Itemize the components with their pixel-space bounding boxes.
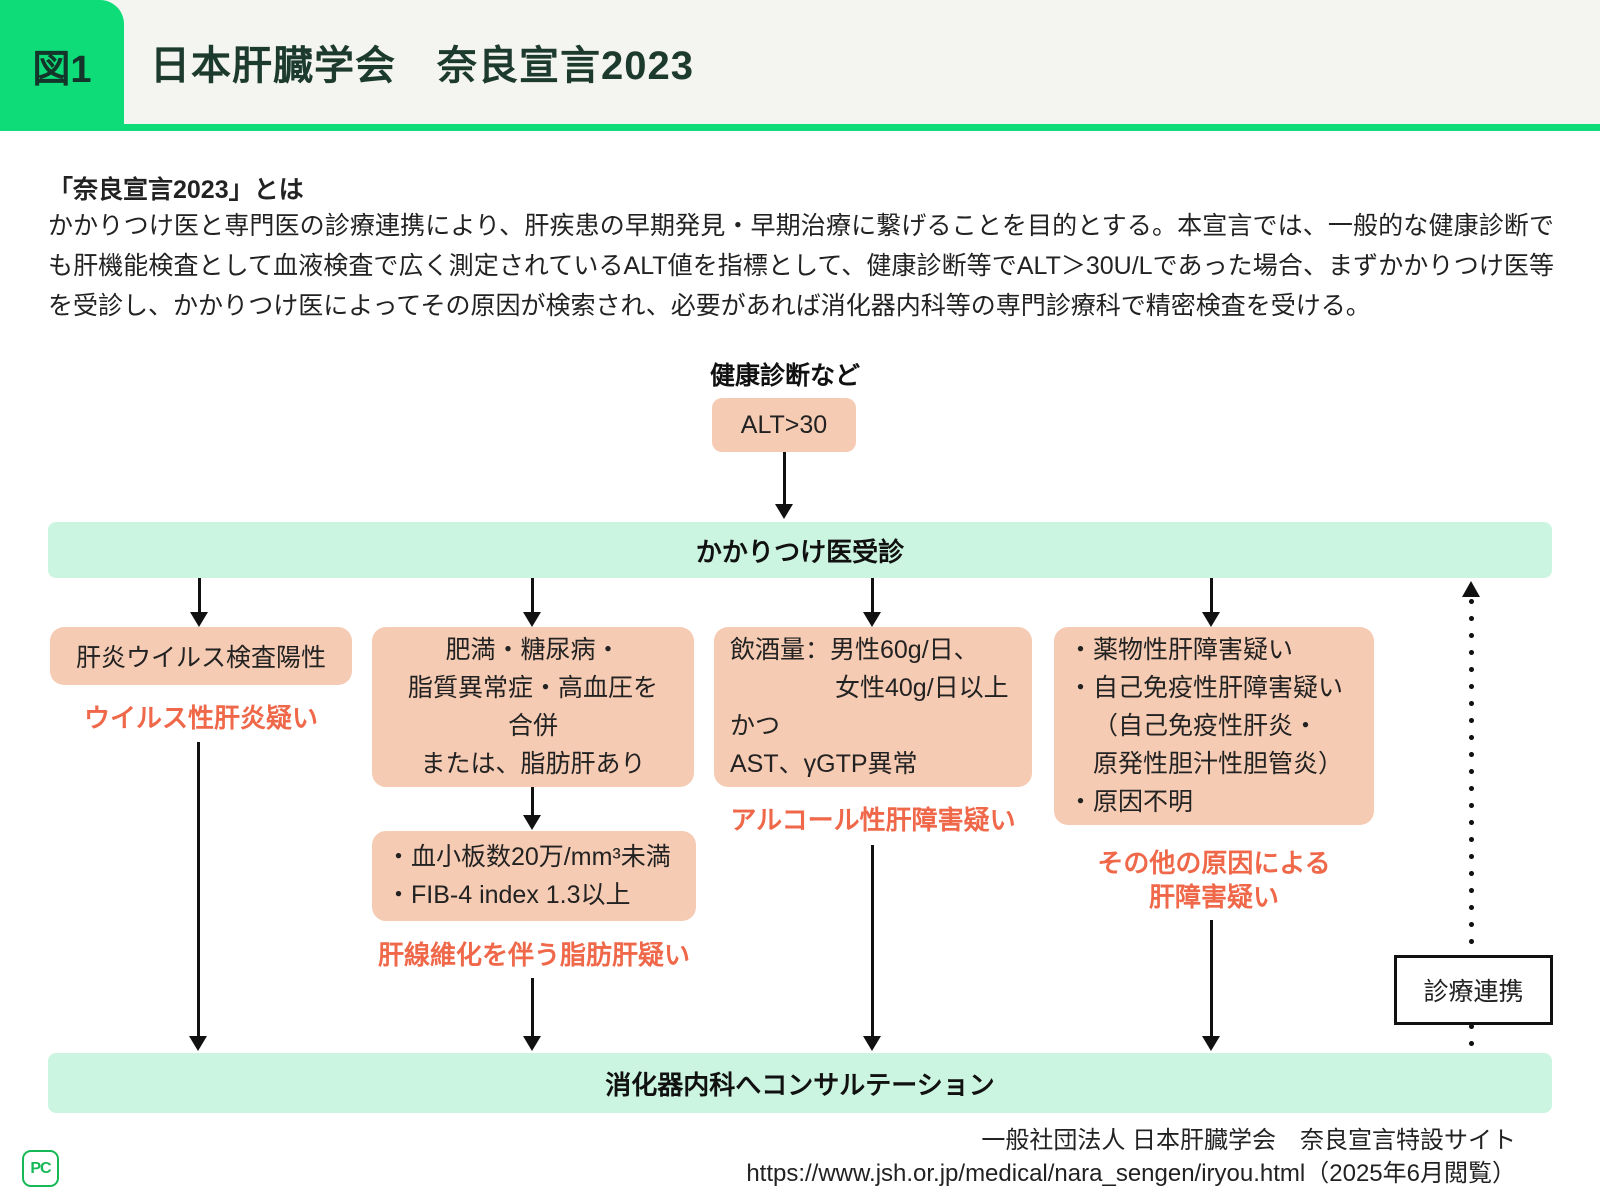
box-line: 肥満・糖尿病・ xyxy=(445,636,621,664)
connector-line xyxy=(531,578,534,614)
connector-line xyxy=(871,845,874,1037)
branch-subbox-fibrosis: ・血小板数20万/mm³未満 ・FIB-4 index 1.3以上 xyxy=(372,831,696,921)
arrow-down-icon xyxy=(863,612,881,627)
connector-line xyxy=(871,578,874,614)
connector-line xyxy=(197,742,200,1037)
caption-line: その他の原因による xyxy=(1097,848,1331,878)
box-line: 女性40g/日以上 xyxy=(835,674,1009,702)
box-line: ・薬物性肝障害疑い xyxy=(1068,636,1294,664)
source-url: https://www.jsh.or.jp/medical/nara_senge… xyxy=(746,1160,1516,1187)
box-line: ・自己免疫性肝障害疑い xyxy=(1068,674,1344,702)
header-bar xyxy=(0,0,1600,124)
box-line: または、脂肪肝あり xyxy=(420,750,646,778)
source-credit: 一般社団法人 日本肝臓学会 奈良宣言特設サイト https://www.jsh.… xyxy=(746,1124,1516,1190)
branch-box-metabolic: 肥満・糖尿病・ 脂質異常症・高血圧を 合併 または、脂肪肝あり xyxy=(372,627,694,787)
branch-box-other: ・薬物性肝障害疑い ・自己免疫性肝障害疑い （自己免疫性肝炎・ 原発性胆汁性胆管… xyxy=(1054,627,1374,825)
caption-line: 肝障害疑い xyxy=(1148,882,1279,912)
connector-line xyxy=(531,787,534,817)
branch-caption-fatty-liver: 肝線維化を伴う脂肪肝疑い xyxy=(377,940,690,970)
alt-threshold-box: ALT>30 xyxy=(712,398,856,452)
credit-line: 一般社団法人 日本肝臓学会 奈良宣言特設サイト xyxy=(981,1127,1516,1154)
box-line: ・原因不明 xyxy=(1068,788,1194,816)
branch-caption-other: その他の原因による 肝障害疑い xyxy=(1054,846,1374,914)
header-accent-strip xyxy=(0,124,1600,131)
connector-line xyxy=(1210,920,1213,1037)
arrow-up-icon xyxy=(1462,581,1480,597)
box-line: ・血小板数20万/mm³未満 xyxy=(386,843,671,871)
arrow-down-icon xyxy=(190,612,208,627)
box-line: 原発性胆汁性胆管炎） xyxy=(1093,750,1344,778)
arrow-down-icon xyxy=(189,1036,207,1051)
referral-box: 診療連携 xyxy=(1394,955,1553,1025)
connector-line xyxy=(531,978,534,1037)
arrow-down-icon xyxy=(1202,1036,1220,1051)
box-line: ・FIB-4 index 1.3以上 xyxy=(386,881,631,909)
connector-line xyxy=(783,452,786,506)
branch-box-alcohol: 飲酒量：男性60g/日、 女性40g/日以上 かつ AST、γGTP異常 xyxy=(714,627,1032,787)
arrow-down-icon xyxy=(775,504,793,519)
box-line: AST、γGTP異常 xyxy=(730,750,918,778)
box-line: （自己免疫性肝炎・ xyxy=(1093,712,1319,740)
intro-paragraph: かかりつけ医と専門医の診療連携により、肝疾患の早期発見・早期治療に繋げることを目… xyxy=(48,212,1554,320)
branch-caption-viral: ウイルス性肝炎疑い xyxy=(83,703,318,733)
box-line: 脂質異常症・高血圧を xyxy=(407,674,658,702)
box-line: 合併 xyxy=(507,712,558,740)
page-title: 日本肝臓学会 奈良宣言2023 xyxy=(150,44,694,88)
arrow-down-icon xyxy=(1202,612,1220,627)
start-label: 健康診断など xyxy=(709,362,860,390)
consultation-bar: 消化器内科へコンサルテーション xyxy=(48,1053,1552,1113)
connector-line xyxy=(198,578,201,614)
box-line: かつ xyxy=(730,712,781,740)
arrow-down-icon xyxy=(523,815,541,830)
arrow-down-icon xyxy=(863,1036,881,1051)
primary-care-bar: かかりつけ医受診 xyxy=(48,522,1552,578)
arrow-down-icon xyxy=(523,1036,541,1051)
dotted-connector-line xyxy=(1469,599,1474,1051)
branch-box-viral: 肝炎ウイルス検査陽性 xyxy=(50,627,352,685)
connector-line xyxy=(1210,578,1213,614)
branch-caption-alcohol: アルコール性肝障害疑い xyxy=(730,805,1016,835)
figure-number-badge: 図1 xyxy=(0,0,124,131)
intro-heading: 「奈良宣言2023」とは xyxy=(48,176,304,204)
pc-logo: PC xyxy=(22,1150,59,1187)
arrow-down-icon xyxy=(523,612,541,627)
box-line: 飲酒量：男性60g/日、 xyxy=(730,636,979,664)
